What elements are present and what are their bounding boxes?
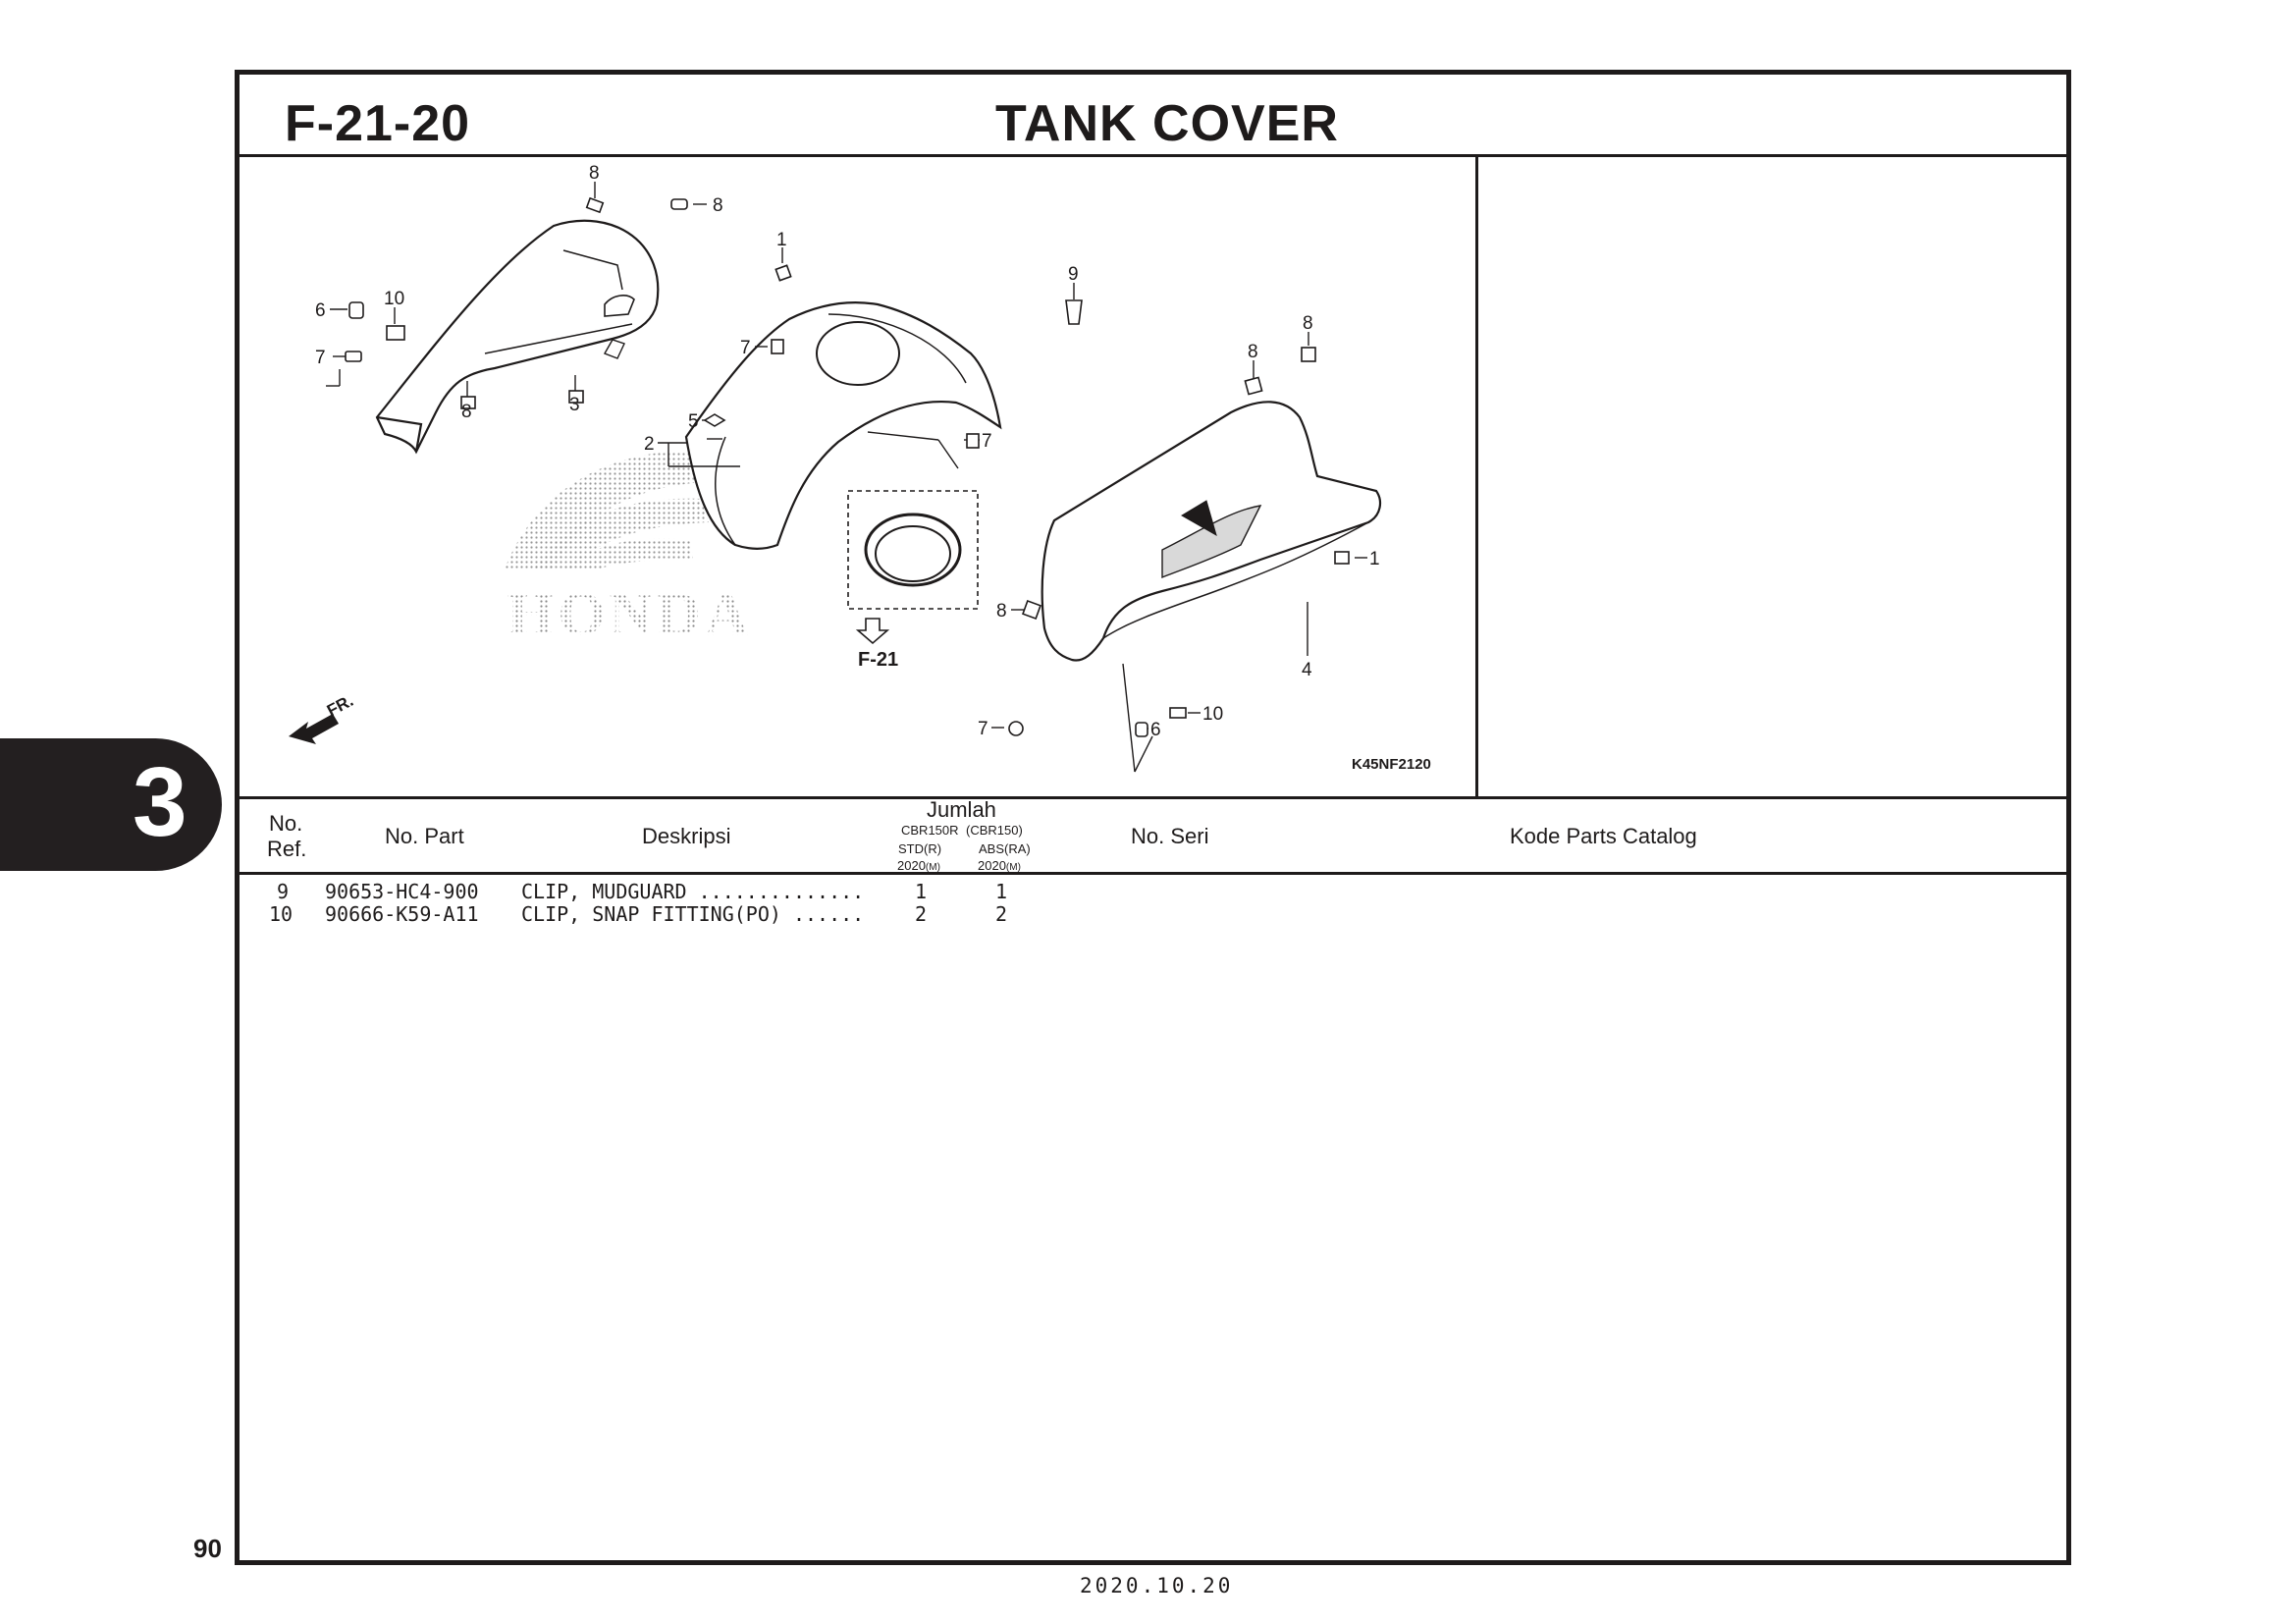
year-1-suffix: (M) xyxy=(925,862,940,873)
qty-std: 1 xyxy=(915,880,928,903)
col-year-2: 2020(M) xyxy=(978,858,1021,873)
callout-8c: 8 xyxy=(461,402,472,422)
fuel-cap-ring: F-21 xyxy=(847,490,979,671)
col-model-2: (CBR150) xyxy=(966,823,1023,838)
qty-abs: 2 xyxy=(995,902,1008,926)
table-row: 10 90666-K59-A11 CLIP, SNAP FITTING(PO) … xyxy=(240,902,2066,926)
col-std: STD(R) xyxy=(898,841,942,856)
fasteners xyxy=(345,196,1350,737)
diagram-drawing: HONDA xyxy=(289,163,1382,773)
callout-10b: 10 xyxy=(1202,704,1223,725)
col-jumlah: Jumlah xyxy=(927,797,996,822)
callout-8f: 8 xyxy=(996,601,1007,622)
callout-2: 2 xyxy=(644,434,655,455)
col-no-ref-line1: No. xyxy=(269,811,303,836)
qty-abs: 1 xyxy=(995,880,1008,903)
callout-1b: 1 xyxy=(1369,549,1380,569)
diagram-code: K45NF2120 xyxy=(1352,756,1431,773)
col-model-1: CBR150R xyxy=(901,823,959,838)
right-side-cover xyxy=(1041,401,1382,662)
col-year-1: 2020(M) xyxy=(897,858,940,873)
callout-8e: 8 xyxy=(1248,342,1258,362)
year-2-value: 2020 xyxy=(978,858,1006,873)
honda-wing-watermark: HONDA xyxy=(505,450,753,648)
callout-7d: 7 xyxy=(978,719,988,739)
col-no-seri: No. Seri xyxy=(1131,824,1209,848)
table-row: 9 90653-HC4-900 CLIP, MUDGUARD .........… xyxy=(240,880,2066,903)
callout-6b: 6 xyxy=(1150,720,1161,740)
callout-8d: 8 xyxy=(1303,313,1313,334)
exploded-diagram: HONDA xyxy=(240,157,1478,796)
callout-10a: 10 xyxy=(384,289,404,309)
callout-1a: 1 xyxy=(776,230,787,250)
callout-6a: 6 xyxy=(315,300,326,321)
print-date: 2020.10.20 xyxy=(1080,1574,1234,1597)
callout-7b: 7 xyxy=(740,338,751,358)
callout-5: 5 xyxy=(688,411,699,432)
part-description: CLIP, MUDGUARD .............. xyxy=(521,880,865,903)
page-number: 90 xyxy=(193,1534,222,1563)
ref-no: 10 xyxy=(269,902,294,926)
page-header: F-21-20 TANK COVER xyxy=(240,75,2066,157)
left-side-cover xyxy=(375,219,660,455)
callout-8b: 8 xyxy=(713,195,723,216)
year-2-suffix: (M) xyxy=(1005,862,1021,873)
part-description: CLIP, SNAP FITTING(PO) ...... xyxy=(521,902,865,926)
table-column-header: No. Ref. No. Part Deskripsi Jumlah CBR15… xyxy=(240,796,2066,875)
callout-7c: 7 xyxy=(982,431,992,452)
year-1-value: 2020 xyxy=(897,858,926,873)
tank-top-cover xyxy=(684,301,1002,550)
front-marker-label: FR. xyxy=(324,691,356,721)
section-tab xyxy=(0,738,222,871)
col-no-ref-line2: Ref. xyxy=(267,837,307,861)
honda-watermark-text: HONDA xyxy=(507,581,753,648)
callout-labels: 8 8 1 6 10 7 9 7 5 7 2 8 3 8 8 1 8 4 10 … xyxy=(315,163,1380,740)
col-abs: ABS(RA) xyxy=(979,841,1031,856)
callout-3: 3 xyxy=(569,395,580,415)
callout-8a: 8 xyxy=(589,163,600,184)
section-tab-number: 3 xyxy=(133,747,187,857)
col-deskripsi: Deskripsi xyxy=(642,824,731,848)
qty-std: 2 xyxy=(915,902,928,926)
sub-reference-label: F-21 xyxy=(858,649,898,671)
col-kode-parts-catalog: Kode Parts Catalog xyxy=(1510,824,1697,848)
callout-9: 9 xyxy=(1068,264,1079,285)
col-no-part: No. Part xyxy=(385,824,464,848)
callout-4: 4 xyxy=(1302,660,1312,680)
page-title: TANK COVER xyxy=(995,95,1339,152)
part-number: 90666-K59-A11 xyxy=(325,902,479,926)
front-direction-arrow: FR. xyxy=(289,691,356,744)
ref-no: 9 xyxy=(277,880,290,903)
figure-code: F-21-20 xyxy=(285,95,471,152)
callout-7a: 7 xyxy=(315,348,326,368)
part-number: 90653-HC4-900 xyxy=(325,880,479,903)
catalog-page-frame: F-21-20 TANK COVER HONDA xyxy=(235,70,2071,1565)
